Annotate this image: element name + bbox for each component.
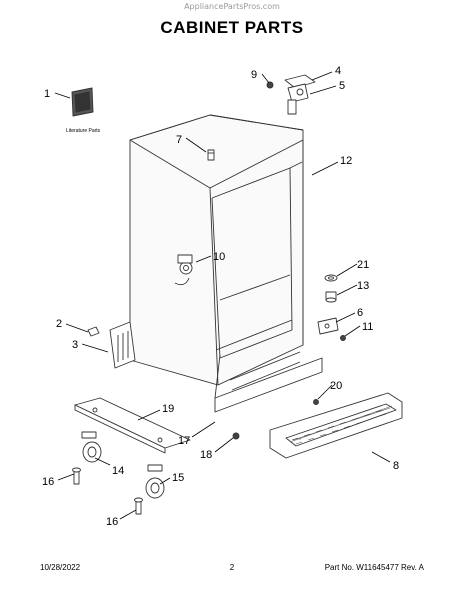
cabinet-body (129, 114, 323, 413)
part-16-bolt-lower (134, 497, 143, 515)
part-11-screw (340, 335, 346, 341)
part-8-toe-grille (269, 392, 403, 459)
part-21-washer (324, 274, 338, 282)
callout-14: 14 (112, 465, 124, 477)
part-7-pin (207, 149, 215, 161)
footer-date: 10/28/2022 (40, 563, 81, 572)
part-4-top-hinge (266, 74, 316, 115)
callout-13: 13 (357, 280, 369, 292)
part-3-left-panel (87, 321, 136, 369)
part-14-caster (81, 431, 102, 463)
callout-7: 7 (176, 134, 182, 146)
part-6-bracket (317, 317, 339, 335)
callout-5: 5 (339, 80, 345, 92)
callout-3: 3 (72, 339, 78, 351)
callout-15: 15 (172, 472, 184, 484)
callout-6: 6 (357, 307, 363, 319)
part-18-screw (232, 432, 240, 440)
literature-parts (71, 87, 94, 117)
part-10-fitting (174, 254, 193, 286)
leader-lines (54, 71, 391, 520)
callout-18: 18 (200, 449, 212, 461)
callout-16b: 16 (106, 516, 118, 528)
callout-17: 17 (178, 435, 190, 447)
part-13-leveler (325, 291, 337, 303)
page-title: CABINET PARTS (160, 18, 304, 37)
callout-16: 16 (42, 476, 54, 488)
literature-parts-label: Literature Parts (66, 128, 101, 134)
part-16-bolt-upper (72, 467, 81, 485)
callout-12: 12 (340, 155, 352, 167)
callout-20: 20 (330, 380, 342, 392)
callout-9: 9 (251, 69, 257, 81)
callout-1: 1 (44, 88, 50, 100)
callout-21: 21 (357, 259, 369, 271)
part-19-rail (74, 397, 191, 454)
callout-11: 11 (362, 321, 373, 333)
callout-numbers: 1 2 3 4 5 6 7 8 9 10 11 12 13 14 15 16 1… (42, 65, 399, 528)
callout-10: 10 (213, 251, 225, 263)
part-20-clip (313, 399, 319, 405)
footer-page-number: 2 (229, 563, 235, 572)
callout-8: 8 (393, 460, 399, 472)
watermark: AppliancePartsPros.com (184, 2, 280, 11)
callout-19: 19 (162, 403, 174, 415)
callout-4: 4 (335, 65, 341, 77)
part-15-caster (145, 464, 165, 499)
footer-part-number: Part No. W11645477 Rev. A (324, 563, 424, 572)
callout-2: 2 (56, 318, 62, 330)
